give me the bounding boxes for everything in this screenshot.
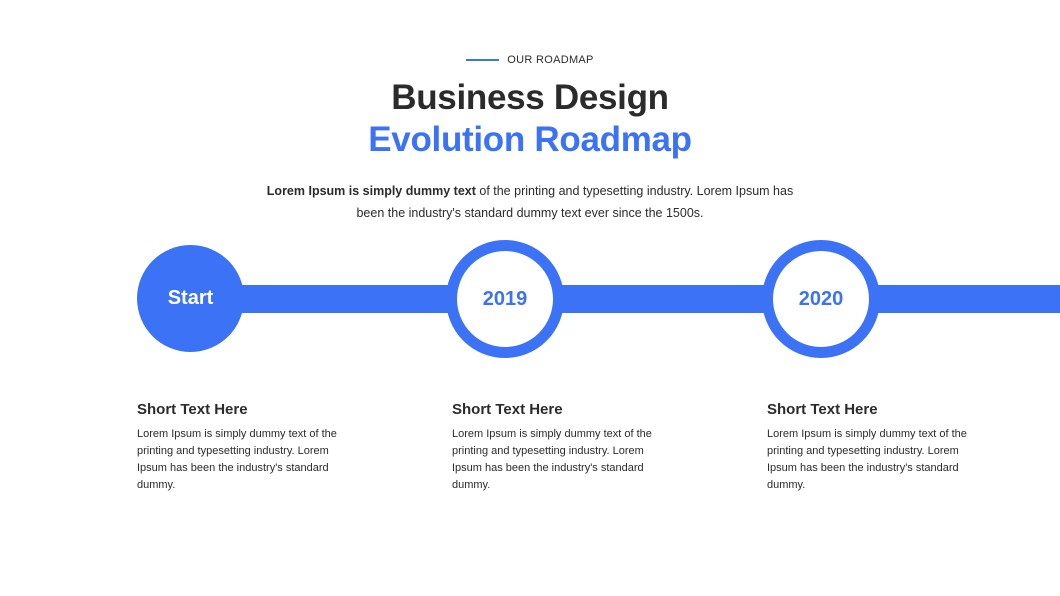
timeline-node-label: Start — [167, 287, 214, 309]
milestone-card-2019: Short Text Here Lorem Ipsum is simply du… — [452, 400, 652, 494]
milestone-card-2020: Short Text Here Lorem Ipsum is simply du… — [767, 400, 967, 494]
eyebrow-label: OUR ROADMAP — [507, 54, 594, 66]
intro-bold: Lorem Ipsum is simply dummy text — [266, 184, 476, 198]
timeline-node-label: 2020 — [798, 287, 844, 310]
milestone-body: Lorem Ipsum is simply dummy text of the … — [452, 428, 652, 491]
milestone-title: Short Text Here — [767, 401, 878, 418]
milestone-card-start: Short Text Here Lorem Ipsum is simply du… — [137, 400, 337, 494]
eyebrow-rule — [466, 59, 500, 61]
timeline-node-2020: 2020 — [762, 240, 880, 358]
timeline-node-start: Start — [137, 245, 244, 352]
timeline-node-2019: 2019 — [446, 240, 564, 358]
timeline-track — [190, 285, 1060, 313]
milestone-body: Lorem Ipsum is simply dummy text of the … — [137, 428, 337, 491]
intro-paragraph: Lorem Ipsum is simply dummy text of the … — [265, 180, 795, 224]
milestone-title: Short Text Here — [137, 401, 248, 418]
page-title: Business Design — [391, 78, 669, 117]
page-subtitle: Evolution Roadmap — [368, 120, 692, 159]
milestone-body: Lorem Ipsum is simply dummy text of the … — [767, 428, 967, 491]
timeline-node-label: 2019 — [482, 287, 528, 310]
intro-rest: of the printing and typesetting industry… — [356, 184, 794, 220]
eyebrow: OUR ROADMAP — [0, 54, 1060, 66]
milestone-title: Short Text Here — [452, 401, 563, 418]
